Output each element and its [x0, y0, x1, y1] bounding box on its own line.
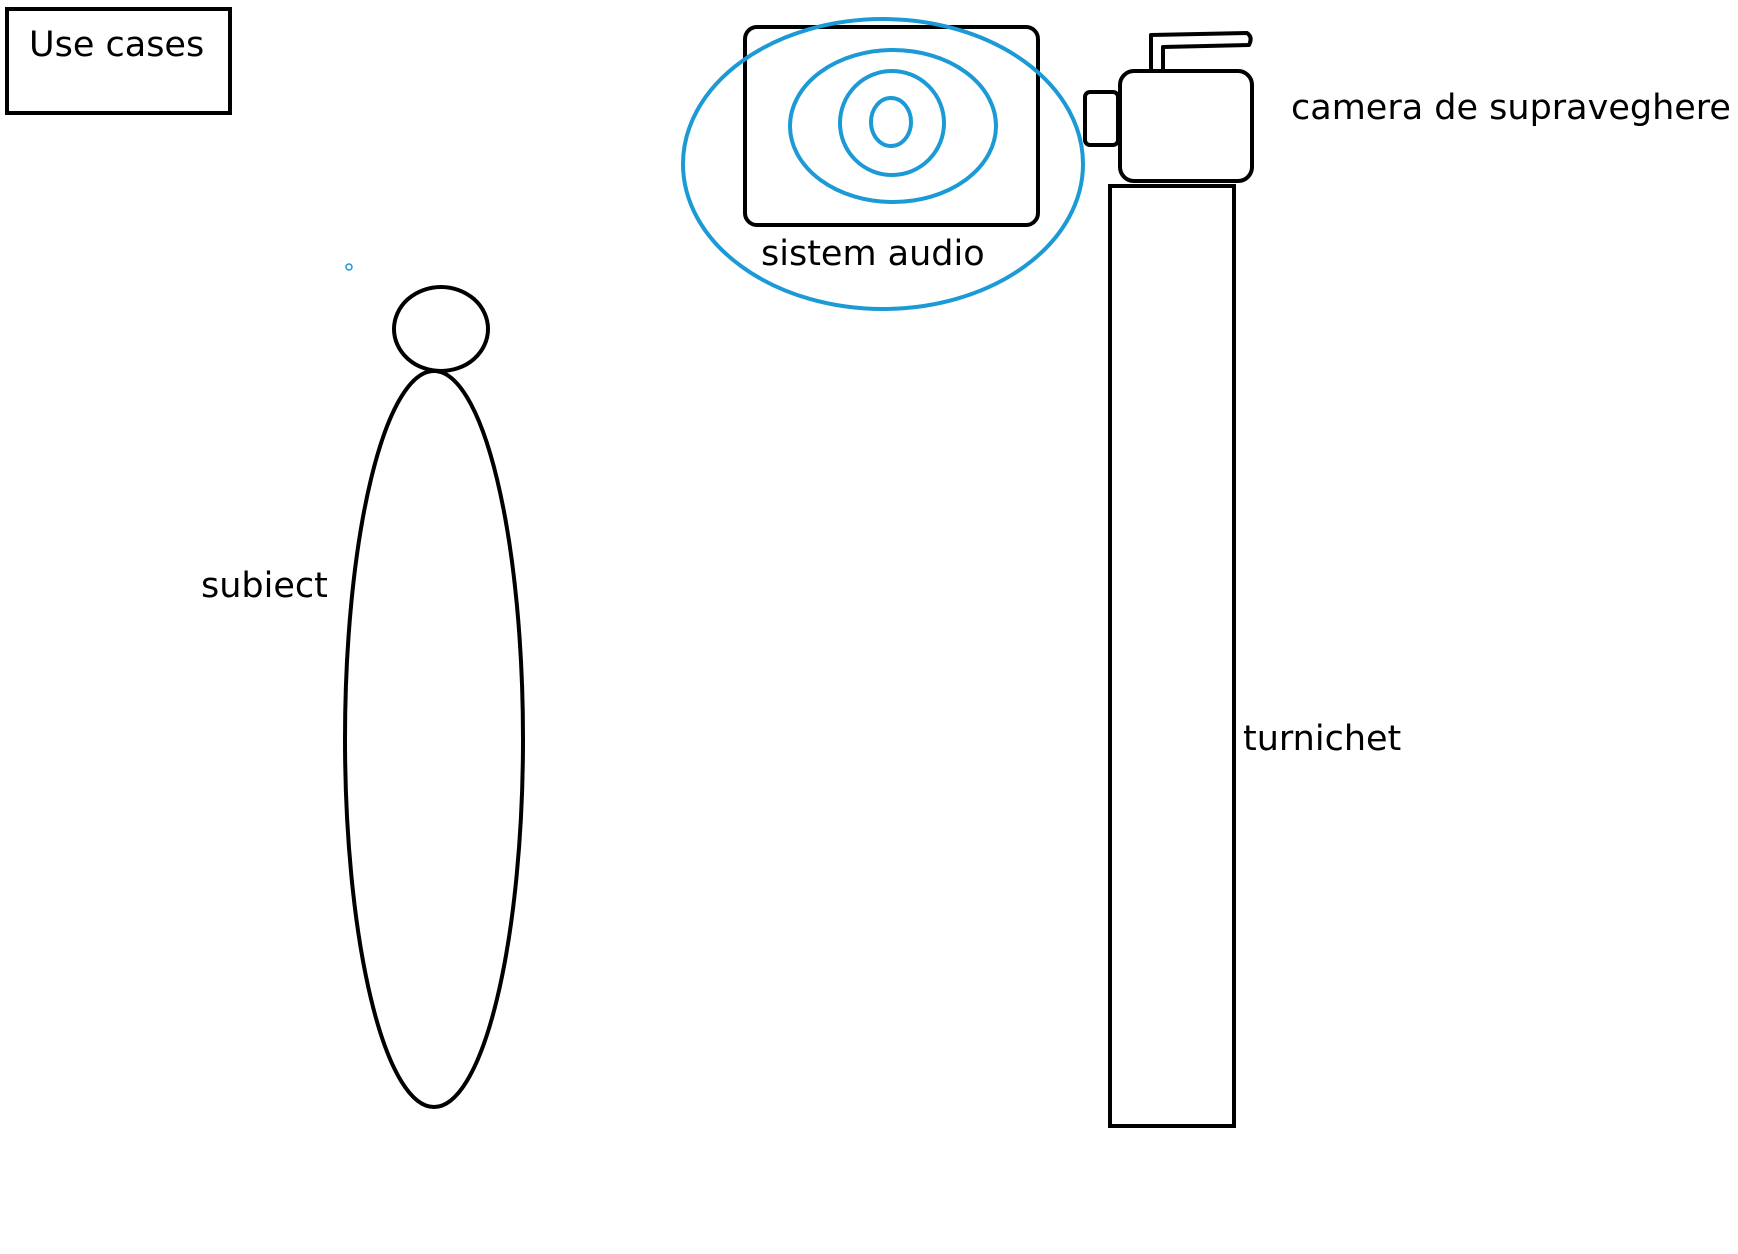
audio-wave-outer	[681, 17, 1085, 311]
turnstile-label: turnichet	[1243, 719, 1402, 759]
audio-system-label: sistem audio	[761, 234, 985, 274]
diagram-title: Use cases	[29, 25, 205, 65]
camera-lens	[1083, 90, 1120, 147]
stray-dot	[345, 263, 353, 271]
surveillance-camera	[1083, 31, 1254, 183]
audio-wave-inner	[838, 69, 946, 177]
subject-figure	[343, 285, 525, 1109]
camera-label: camera de supraveghere	[1291, 88, 1731, 128]
audio-speaker-box	[743, 25, 1040, 227]
title-box: Use cases	[5, 7, 232, 115]
audio-wave-middle	[788, 48, 998, 204]
subject-label: subiect	[201, 566, 328, 606]
turnstile-pillar	[1108, 184, 1236, 1128]
subject-body	[343, 369, 525, 1109]
camera-body	[1118, 69, 1254, 183]
subject-head	[392, 285, 490, 373]
camera-mount	[1149, 31, 1253, 71]
audio-wave-core	[869, 96, 913, 148]
audio-system	[681, 17, 1085, 311]
